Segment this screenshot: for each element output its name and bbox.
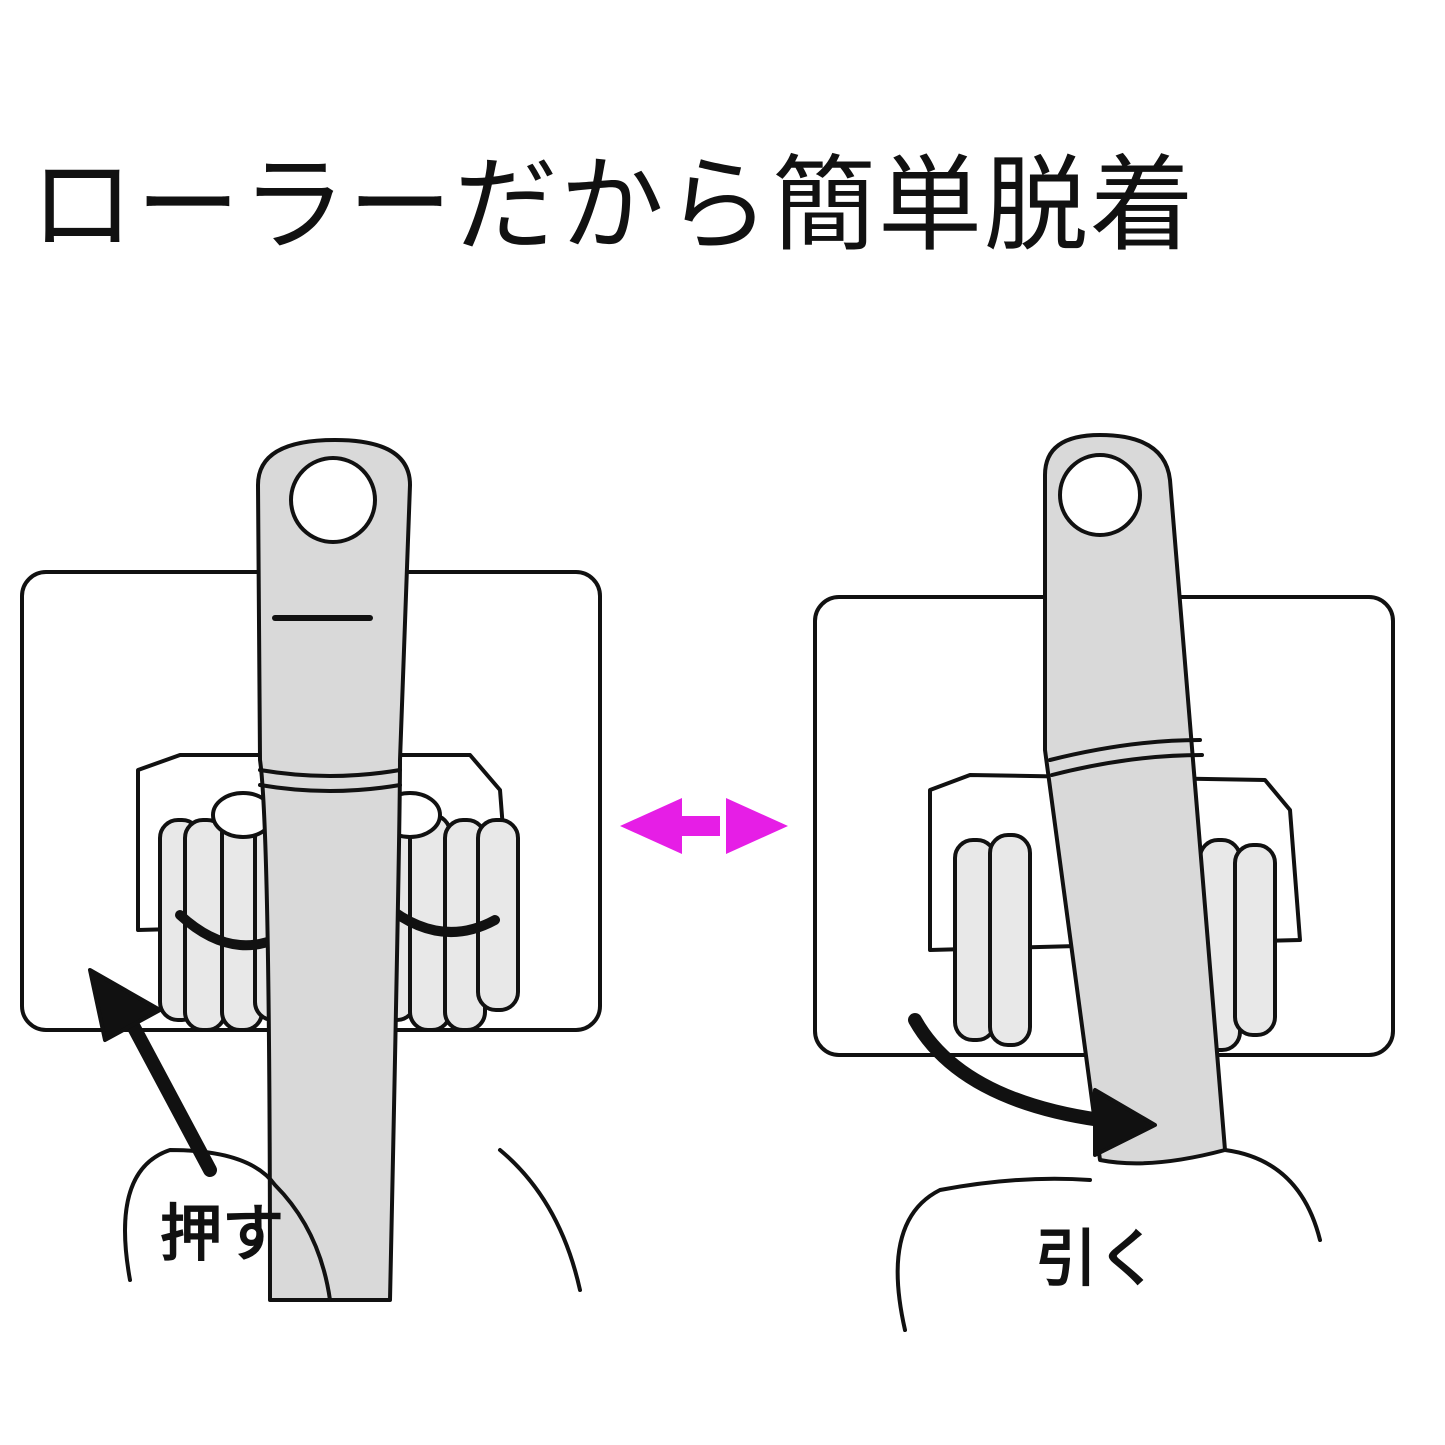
pull-arrow-icon	[908, 1013, 1107, 1127]
push-label: 押す	[160, 1197, 284, 1270]
page-title: ローラーだから簡単脱着	[30, 144, 1197, 266]
mop-handle	[256, 438, 412, 1302]
left-step-push	[20, 438, 602, 1302]
handle-hole	[289, 456, 377, 544]
double-arrow-icon	[620, 798, 788, 854]
pull-label: 引く	[1035, 1222, 1159, 1295]
handle-hole	[1058, 453, 1142, 537]
mop-handle	[1043, 433, 1227, 1166]
right-step-pull	[813, 433, 1395, 1332]
push-arrow-icon	[123, 1013, 217, 1177]
